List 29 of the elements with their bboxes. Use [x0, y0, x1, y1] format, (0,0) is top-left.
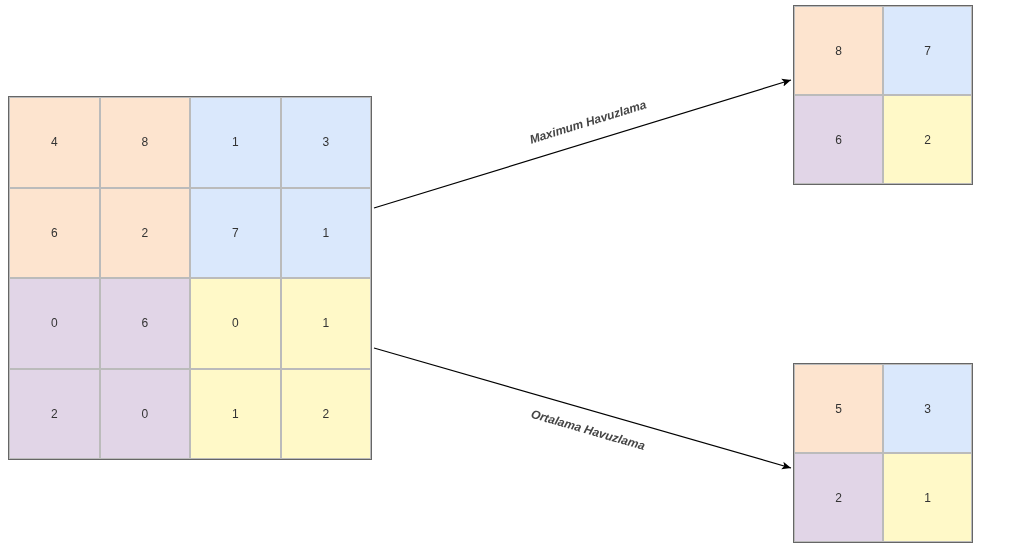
matrix-cell: 0: [9, 278, 100, 369]
matrix-cell: 0: [99, 368, 190, 459]
matrix-cell: 2: [9, 368, 100, 459]
matrix-cell: 6: [794, 95, 883, 184]
matrix-cell: 2: [99, 187, 190, 278]
matrix-cell: 1: [883, 453, 972, 542]
matrix-cell: 2: [883, 95, 972, 184]
matrix-cell: 6: [99, 278, 190, 369]
matrix-cell: 1: [280, 278, 371, 369]
matrix-cell: 0: [190, 278, 281, 369]
matrix-cell: 8: [99, 97, 190, 188]
matrix-cell: 4: [9, 97, 100, 188]
matrix-cell: 7: [883, 6, 972, 95]
matrix-cell: 3: [280, 97, 371, 188]
matrix-cell: 3: [883, 364, 972, 453]
matrix-cell: 2: [794, 453, 883, 542]
matrix-grid: [793, 363, 973, 543]
arrow: [373, 347, 792, 470]
matrix-cell: 1: [280, 187, 371, 278]
matrix-cell: 7: [190, 187, 281, 278]
matrix-grid: [8, 96, 372, 460]
matrix-cell: 1: [190, 368, 281, 459]
matrix-cell: 6: [9, 187, 100, 278]
arrow: [373, 78, 792, 209]
matrix-cell: 2: [280, 368, 371, 459]
matrix-grid: [793, 5, 973, 185]
matrix-cell: 1: [190, 97, 281, 188]
matrix-cell: 5: [794, 364, 883, 453]
matrix-cell: 8: [794, 6, 883, 95]
